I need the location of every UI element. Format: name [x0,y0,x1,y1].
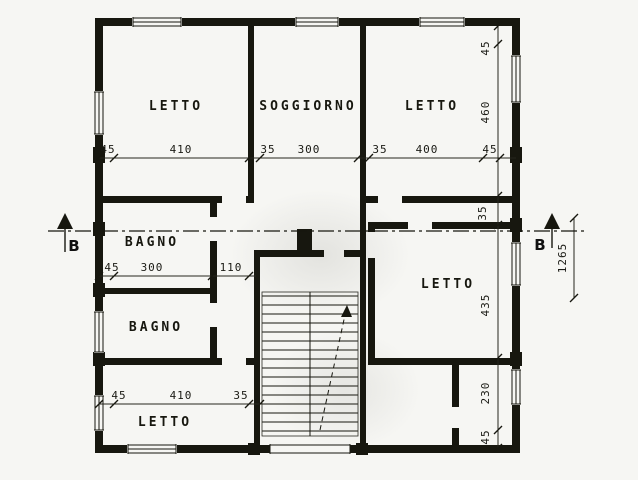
dim-right-35: 35 [476,205,489,220]
window-symbol [419,17,465,27]
dimension-lines [94,21,579,453]
window-symbol [94,91,104,135]
section-label-right: B [534,236,545,254]
dim-bagno-45: 45 [104,261,119,274]
dim-right-230: 230 [479,382,492,405]
section-arrow-left-icon [57,213,73,229]
dim-top-300: 300 [298,143,321,156]
room-label-letto-right: LETTO [421,277,475,292]
section-arrow-right-icon [544,213,560,229]
stair-direction-line [319,314,346,431]
staircase [261,291,359,437]
dim-top-410: 410 [170,143,193,156]
dim-top-45b: 45 [482,143,497,156]
dim-overall-1265: 1265 [556,243,569,274]
room-label-letto-top-right: LETTO [405,99,459,114]
dim-right-45b: 45 [479,429,492,444]
room-label-letto-top-left: LETTO [149,99,203,114]
dim-bottom-35: 35 [233,389,248,402]
room-label-bagno-upper: BAGNO [125,235,179,250]
dim-bagno-110: 110 [220,261,243,274]
dim-bottom-45: 45 [111,389,126,402]
dim-right-45a: 45 [479,40,492,55]
interior-walls [103,26,512,448]
section-label-left: B [68,237,79,255]
section-line [48,213,588,252]
windows [94,17,521,454]
stair-up-arrow-icon [341,305,352,317]
dim-top-45a: 45 [100,143,115,156]
entrance-opening [269,444,351,454]
window-symbol [94,311,104,353]
room-label-letto-bottom: LETTO [138,415,192,430]
window-symbol [94,395,104,431]
window-symbol [132,17,182,27]
dim-bottom-410: 410 [170,389,193,402]
dim-bagno-300: 300 [141,261,164,274]
dim-right-460: 460 [479,101,492,124]
room-label-soggiorno: SOGGIORNO [259,99,356,114]
window-symbol [127,444,177,454]
room-label-bagno-lower: BAGNO [129,320,183,335]
dim-right-435: 435 [479,294,492,317]
dim-top-35a: 35 [260,143,275,156]
window-symbol [511,242,521,286]
window-symbol [511,55,521,103]
dim-top-400: 400 [416,143,439,156]
dim-top-35b: 35 [372,143,387,156]
window-symbol [511,369,521,405]
window-symbol [295,17,339,27]
exterior-walls [93,18,522,455]
wall-piers [93,147,522,455]
